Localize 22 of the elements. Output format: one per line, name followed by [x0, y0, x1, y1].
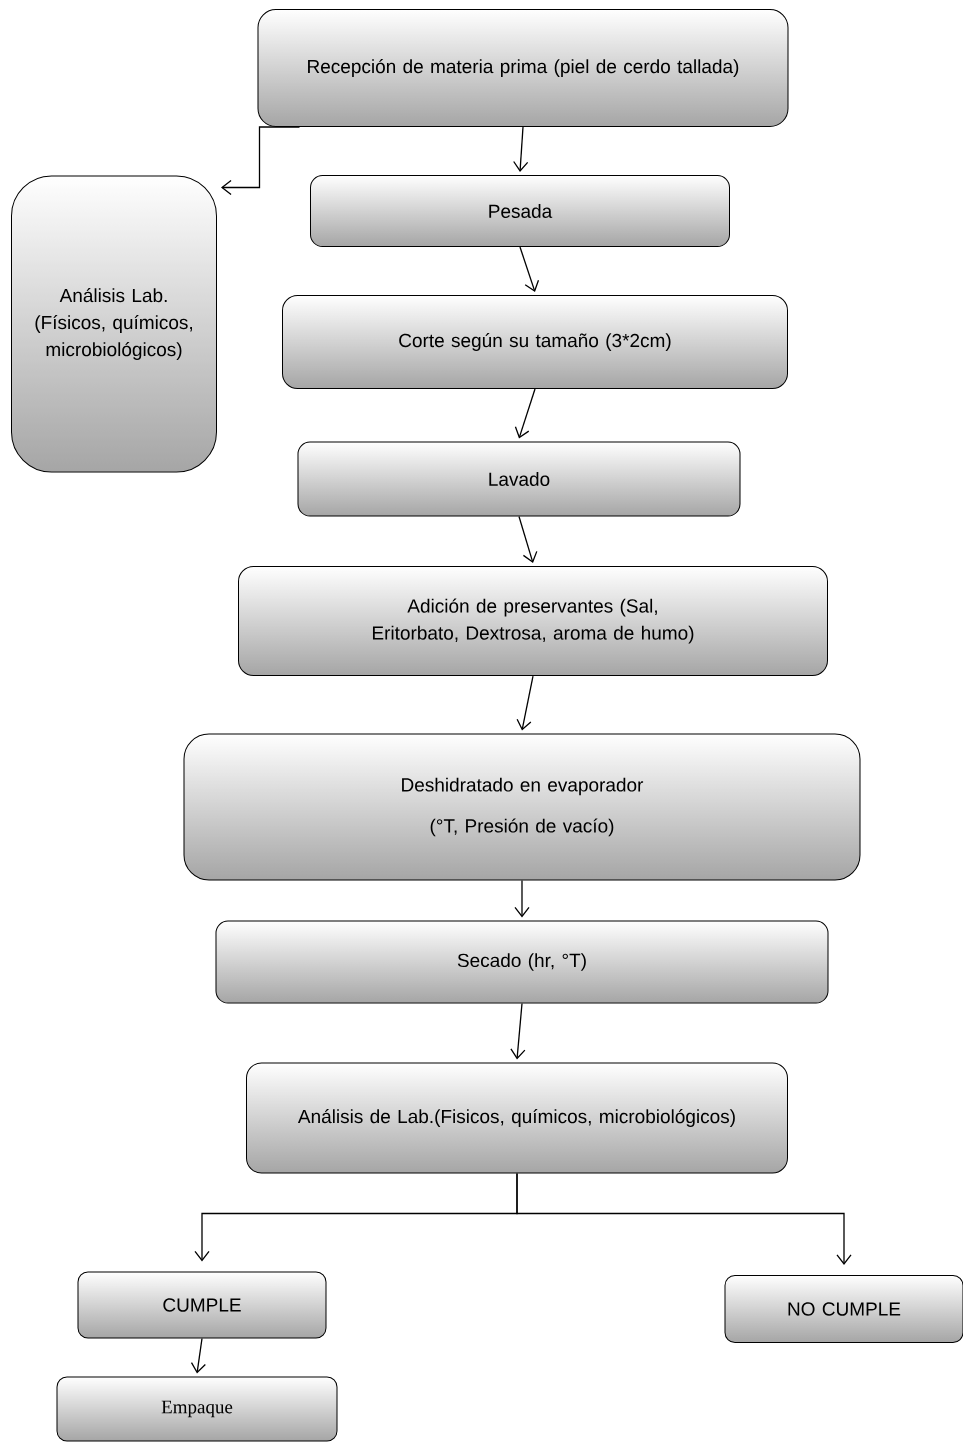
process-box: CUMPLE — [77, 1271, 327, 1339]
process-box: Análisis de Lab.(Fisicos, químicos, microbiológicos) — [246, 1062, 788, 1174]
process-box: Análisis Lab. (Físicos, químicos, microbiológicos) — [11, 175, 217, 473]
process-box: NO CUMPLE — [724, 1275, 963, 1343]
process-box: Recepción de materia prima (piel de cerdo tallada) — [257, 9, 789, 127]
arrow — [514, 388, 536, 439]
arrow — [516, 675, 534, 731]
arrow — [514, 879, 530, 918]
arrow — [190, 1337, 206, 1374]
process-box: Corte según su tamaño (3*2cm) — [282, 295, 788, 389]
process-box: Deshidratado en evaporador (°T, Presión de vacío) — [183, 733, 861, 881]
arrow — [510, 1002, 526, 1060]
arrow — [519, 246, 540, 292]
process-box: Secado (hr, °T) — [215, 920, 829, 1004]
process-box: Lavado — [297, 441, 741, 517]
process-box: Empaque — [56, 1376, 338, 1442]
process-box: Adición de preservantes (Sal, Eritorbato, Dextrosa, aroma de humo) — [238, 566, 828, 676]
arrow — [518, 515, 538, 563]
process-box: Pesada — [310, 175, 730, 247]
arrow — [513, 126, 529, 172]
arrow — [516, 1172, 852, 1265]
arrow — [221, 126, 301, 196]
